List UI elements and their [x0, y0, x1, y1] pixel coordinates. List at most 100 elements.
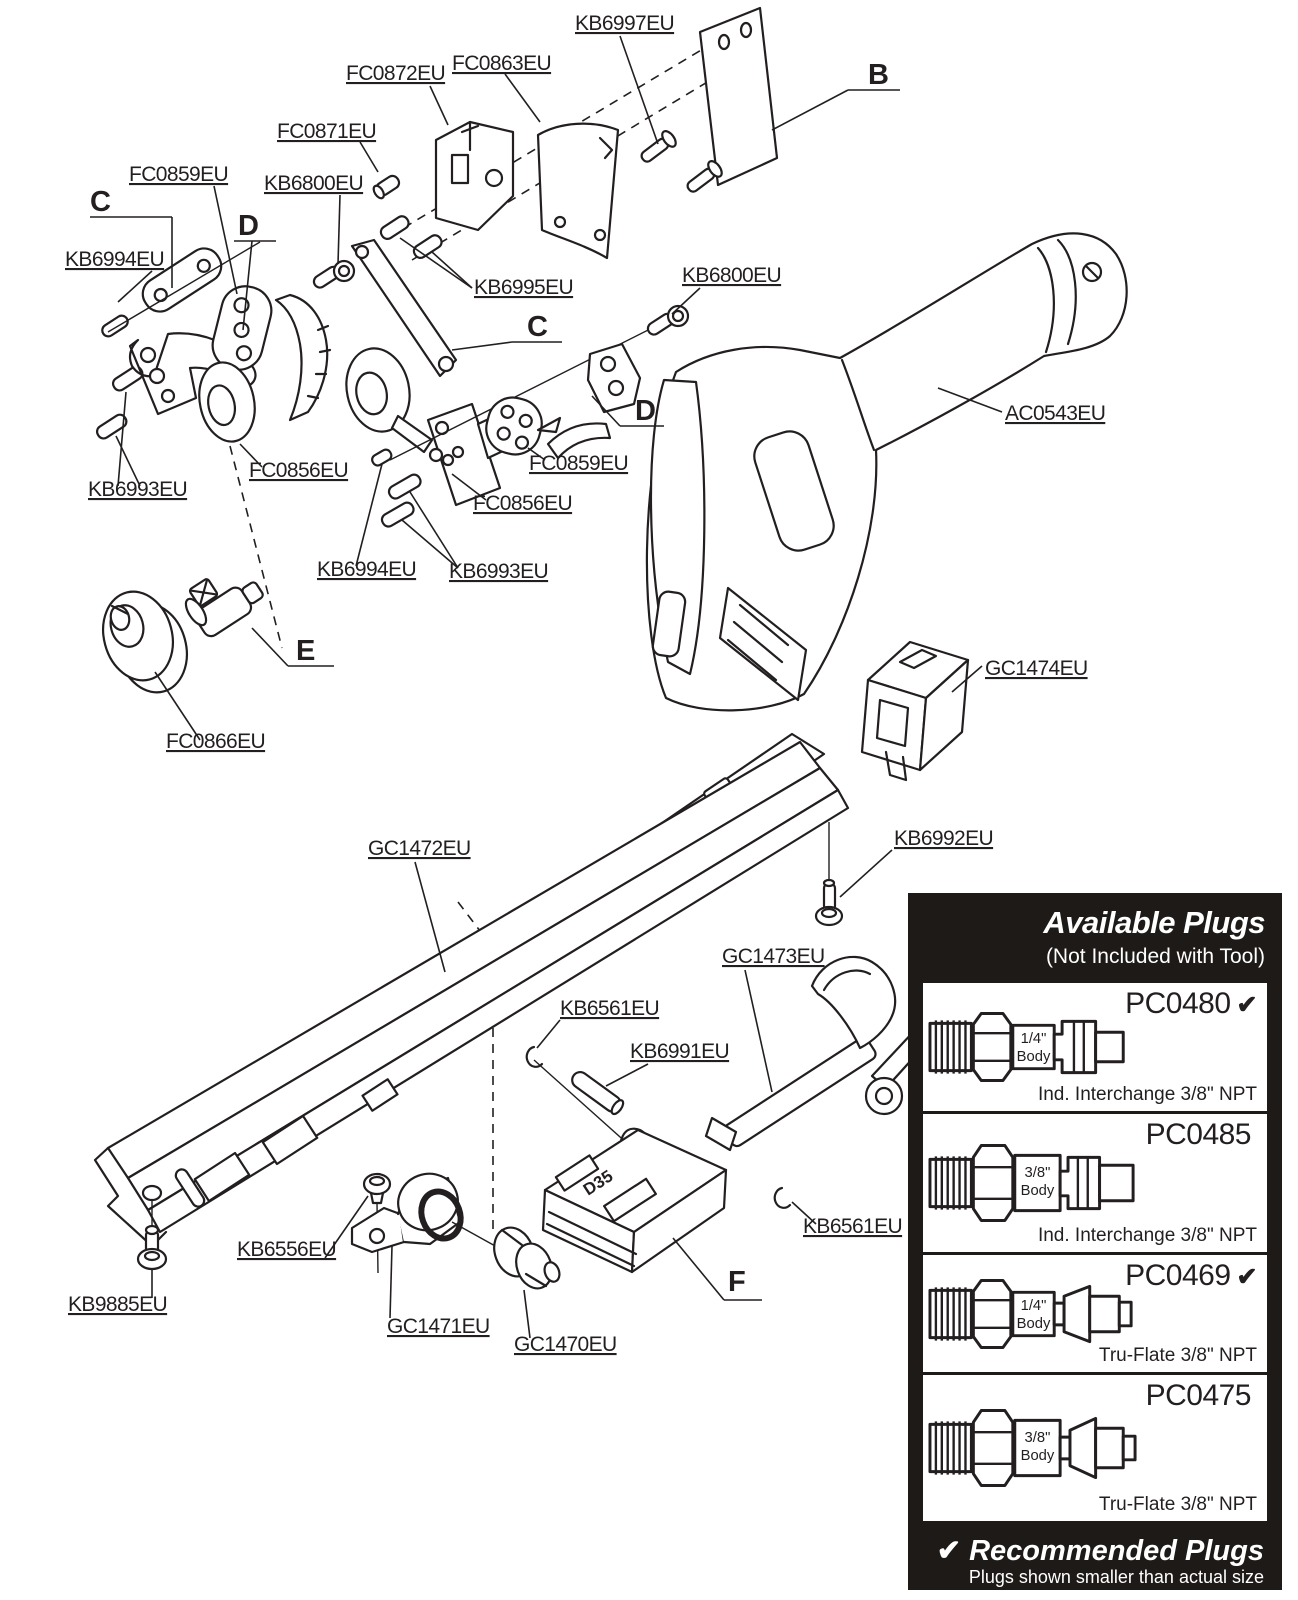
plug-row-pc0480: PC0480✔ 1/4" Body Ind. Interchange 3/8" …: [923, 983, 1267, 1111]
part-label-kb6800eu-left: KB6800EU: [264, 172, 363, 195]
pin-drawing-kb6993-left-b: [95, 413, 128, 440]
cam-ring-left-drawing: [198, 361, 256, 443]
plug-drawing-truflate: 1/4" Body: [928, 1278, 1133, 1349]
available-plugs-panel: Available Plugs (Not Included with Tool)…: [908, 893, 1282, 1590]
part-label-gc1474eu: GC1474EU: [985, 657, 1088, 680]
part-label-kb6997eu: KB6997EU: [575, 12, 674, 35]
part-label-kb9885eu: KB9885EU: [68, 1293, 167, 1316]
plug-drawing-interchange: 3/8" Body: [928, 1144, 1135, 1222]
plug-part-number: PC0469: [1125, 1259, 1231, 1292]
svg-text:3/8": 3/8": [1025, 1430, 1051, 1446]
part-label-kb6556eu: KB6556EU: [237, 1238, 336, 1261]
magazine-rail-drawing: [93, 732, 850, 1248]
plug-thread-spec: Ind. Interchange 3/8" NPT: [1037, 1084, 1257, 1105]
screw-drawing-kb6800-right: [646, 304, 690, 336]
valve-core-drawing: [184, 578, 264, 638]
part-label-fc0866eu: FC0866EU: [166, 730, 265, 753]
part-label-fc0871eu: FC0871EU: [277, 120, 376, 143]
panel-subtitle: (Not Included with Tool): [1045, 945, 1265, 968]
feeder-block-drawing: D35: [541, 1127, 728, 1274]
section-letter-c-mid: C: [527, 311, 548, 343]
washer-drawing-fc0866: [102, 590, 188, 694]
pin-drawing-kb6991: [571, 1070, 625, 1116]
part-label-fc0863eu: FC0863EU: [452, 52, 551, 75]
footer-title: Recommended Plugs: [969, 1535, 1264, 1567]
section-letter-b: B: [868, 59, 889, 91]
plug-part-number: PC0475: [1145, 1379, 1252, 1412]
part-label-kb6991eu: KB6991EU: [630, 1040, 729, 1063]
part-label-kb6800eu-right: KB6800EU: [682, 264, 781, 287]
recommended-check-icon: ✔: [1236, 991, 1258, 1019]
part-label-kb6995eu: KB6995EU: [474, 276, 573, 299]
part-label-kb6561eu-top: KB6561EU: [560, 997, 659, 1020]
part-label-fc0856eu-right: FC0856EU: [473, 492, 572, 515]
svg-text:1/4": 1/4": [1021, 1298, 1047, 1314]
plug-thread-spec: Tru-Flate 3/8" NPT: [1098, 1494, 1257, 1515]
plug-drawing-interchange: 1/4" Body: [928, 1011, 1125, 1083]
plug-part-number: PC0480: [1125, 987, 1231, 1020]
pin-drawing-kb6995-b: [412, 234, 443, 260]
section-letter-d-mid: D: [635, 395, 656, 427]
pin-drawing-kb6993-left-a: [111, 365, 144, 392]
screw-drawing-kb9885: [136, 1224, 168, 1271]
part-label-ac0543eu: AC0543EU: [1005, 402, 1105, 425]
section-letter-f: F: [728, 1266, 746, 1298]
eclip-drawing-bottom: [773, 1186, 792, 1209]
svg-text:Body: Body: [1017, 1049, 1051, 1065]
screw-drawing-kb6997-b: [686, 160, 723, 193]
part-labels: KB6997EU FC0872EU FC0863EU B FC0871EU FC…: [65, 12, 1106, 1356]
gasket-plate-drawing: [536, 122, 620, 260]
plug-part-number: PC0485: [1145, 1118, 1252, 1151]
link-plate-mid-drawing: [485, 396, 543, 456]
part-label-fc0859eu-mid: FC0859EU: [529, 452, 628, 475]
part-label-kb6993eu-left: KB6993EU: [88, 478, 187, 501]
plug-row-pc0469: PC0469✔ 1/4" Body Tru-Flate 3/8" NPT: [923, 1255, 1267, 1372]
clevis-mid-drawing: [536, 342, 642, 460]
plate-b-drawing: [698, 6, 779, 187]
part-label-kb6994eu-left: KB6994EU: [65, 248, 164, 271]
plug-row-pc0485: PC0485 3/8" Body Ind. Interchange 3/8" N…: [923, 1114, 1267, 1252]
section-letter-c-top: C: [90, 186, 111, 218]
svg-text:Body: Body: [1021, 1183, 1055, 1199]
part-label-gc1471eu: GC1471EU: [387, 1315, 490, 1338]
part-label-kb6993eu-mid: KB6993EU: [449, 560, 548, 583]
pin-drawing-kb6993-mid-a: [387, 473, 422, 500]
link-plate-left-drawing: [211, 285, 273, 371]
roller-drawing-gc1470: [493, 1226, 561, 1290]
screw-drawing-kb6800-left: [312, 259, 356, 289]
svg-text:Body: Body: [1017, 1315, 1051, 1331]
plug-drawing-truflate: 3/8" Body: [928, 1409, 1137, 1487]
latch-block-drawing: [860, 640, 970, 782]
lever-arm-mid-drawing: [350, 238, 458, 378]
recommended-plugs-footer: ✔Recommended Plugs: [937, 1533, 1264, 1568]
svg-text:3/8": 3/8": [1025, 1165, 1051, 1181]
part-label-gc1472eu: GC1472EU: [368, 837, 471, 860]
part-label-kb6992eu: KB6992EU: [894, 827, 993, 850]
screw-drawing-kb6997-a: [640, 130, 677, 163]
part-label-fc0872eu: FC0872EU: [346, 62, 445, 85]
cam-ring-right-drawing: [345, 347, 434, 454]
section-letter-e: E: [296, 635, 315, 667]
pin-drawing-kb6995-a: [379, 215, 410, 241]
svg-text:1/4": 1/4": [1021, 1031, 1047, 1047]
tool-body-drawing: [645, 232, 1128, 712]
section-letter-d-top: D: [238, 210, 259, 242]
plug-thread-spec: Tru-Flate 3/8" NPT: [1098, 1345, 1257, 1366]
pin-drawing-fc0871: [372, 174, 401, 200]
pin-drawing-kb6993-mid-b: [380, 501, 415, 528]
svg-text:Body: Body: [1021, 1448, 1055, 1464]
pin-drawing-kb6994-left: [101, 314, 129, 338]
leader-lines: [90, 35, 1003, 1339]
panel-title: Available Plugs: [1043, 905, 1265, 940]
pin-drawing-kb6994-mid: [371, 448, 393, 467]
check-icon: ✔: [936, 1535, 962, 1567]
part-label-gc1473eu: GC1473EU: [722, 945, 825, 968]
part-label-gc1470eu: GC1470EU: [514, 1333, 617, 1356]
toothed-crescent-drawing: [274, 293, 332, 422]
plug-row-pc0475: PC0475 3/8" Body Tru-Flate 3/8" NPT: [923, 1375, 1267, 1521]
part-label-kb6561eu-bottom: KB6561EU: [803, 1215, 902, 1238]
valve-block-drawing: [434, 120, 515, 232]
plug-thread-spec: Ind. Interchange 3/8" NPT: [1037, 1225, 1257, 1246]
